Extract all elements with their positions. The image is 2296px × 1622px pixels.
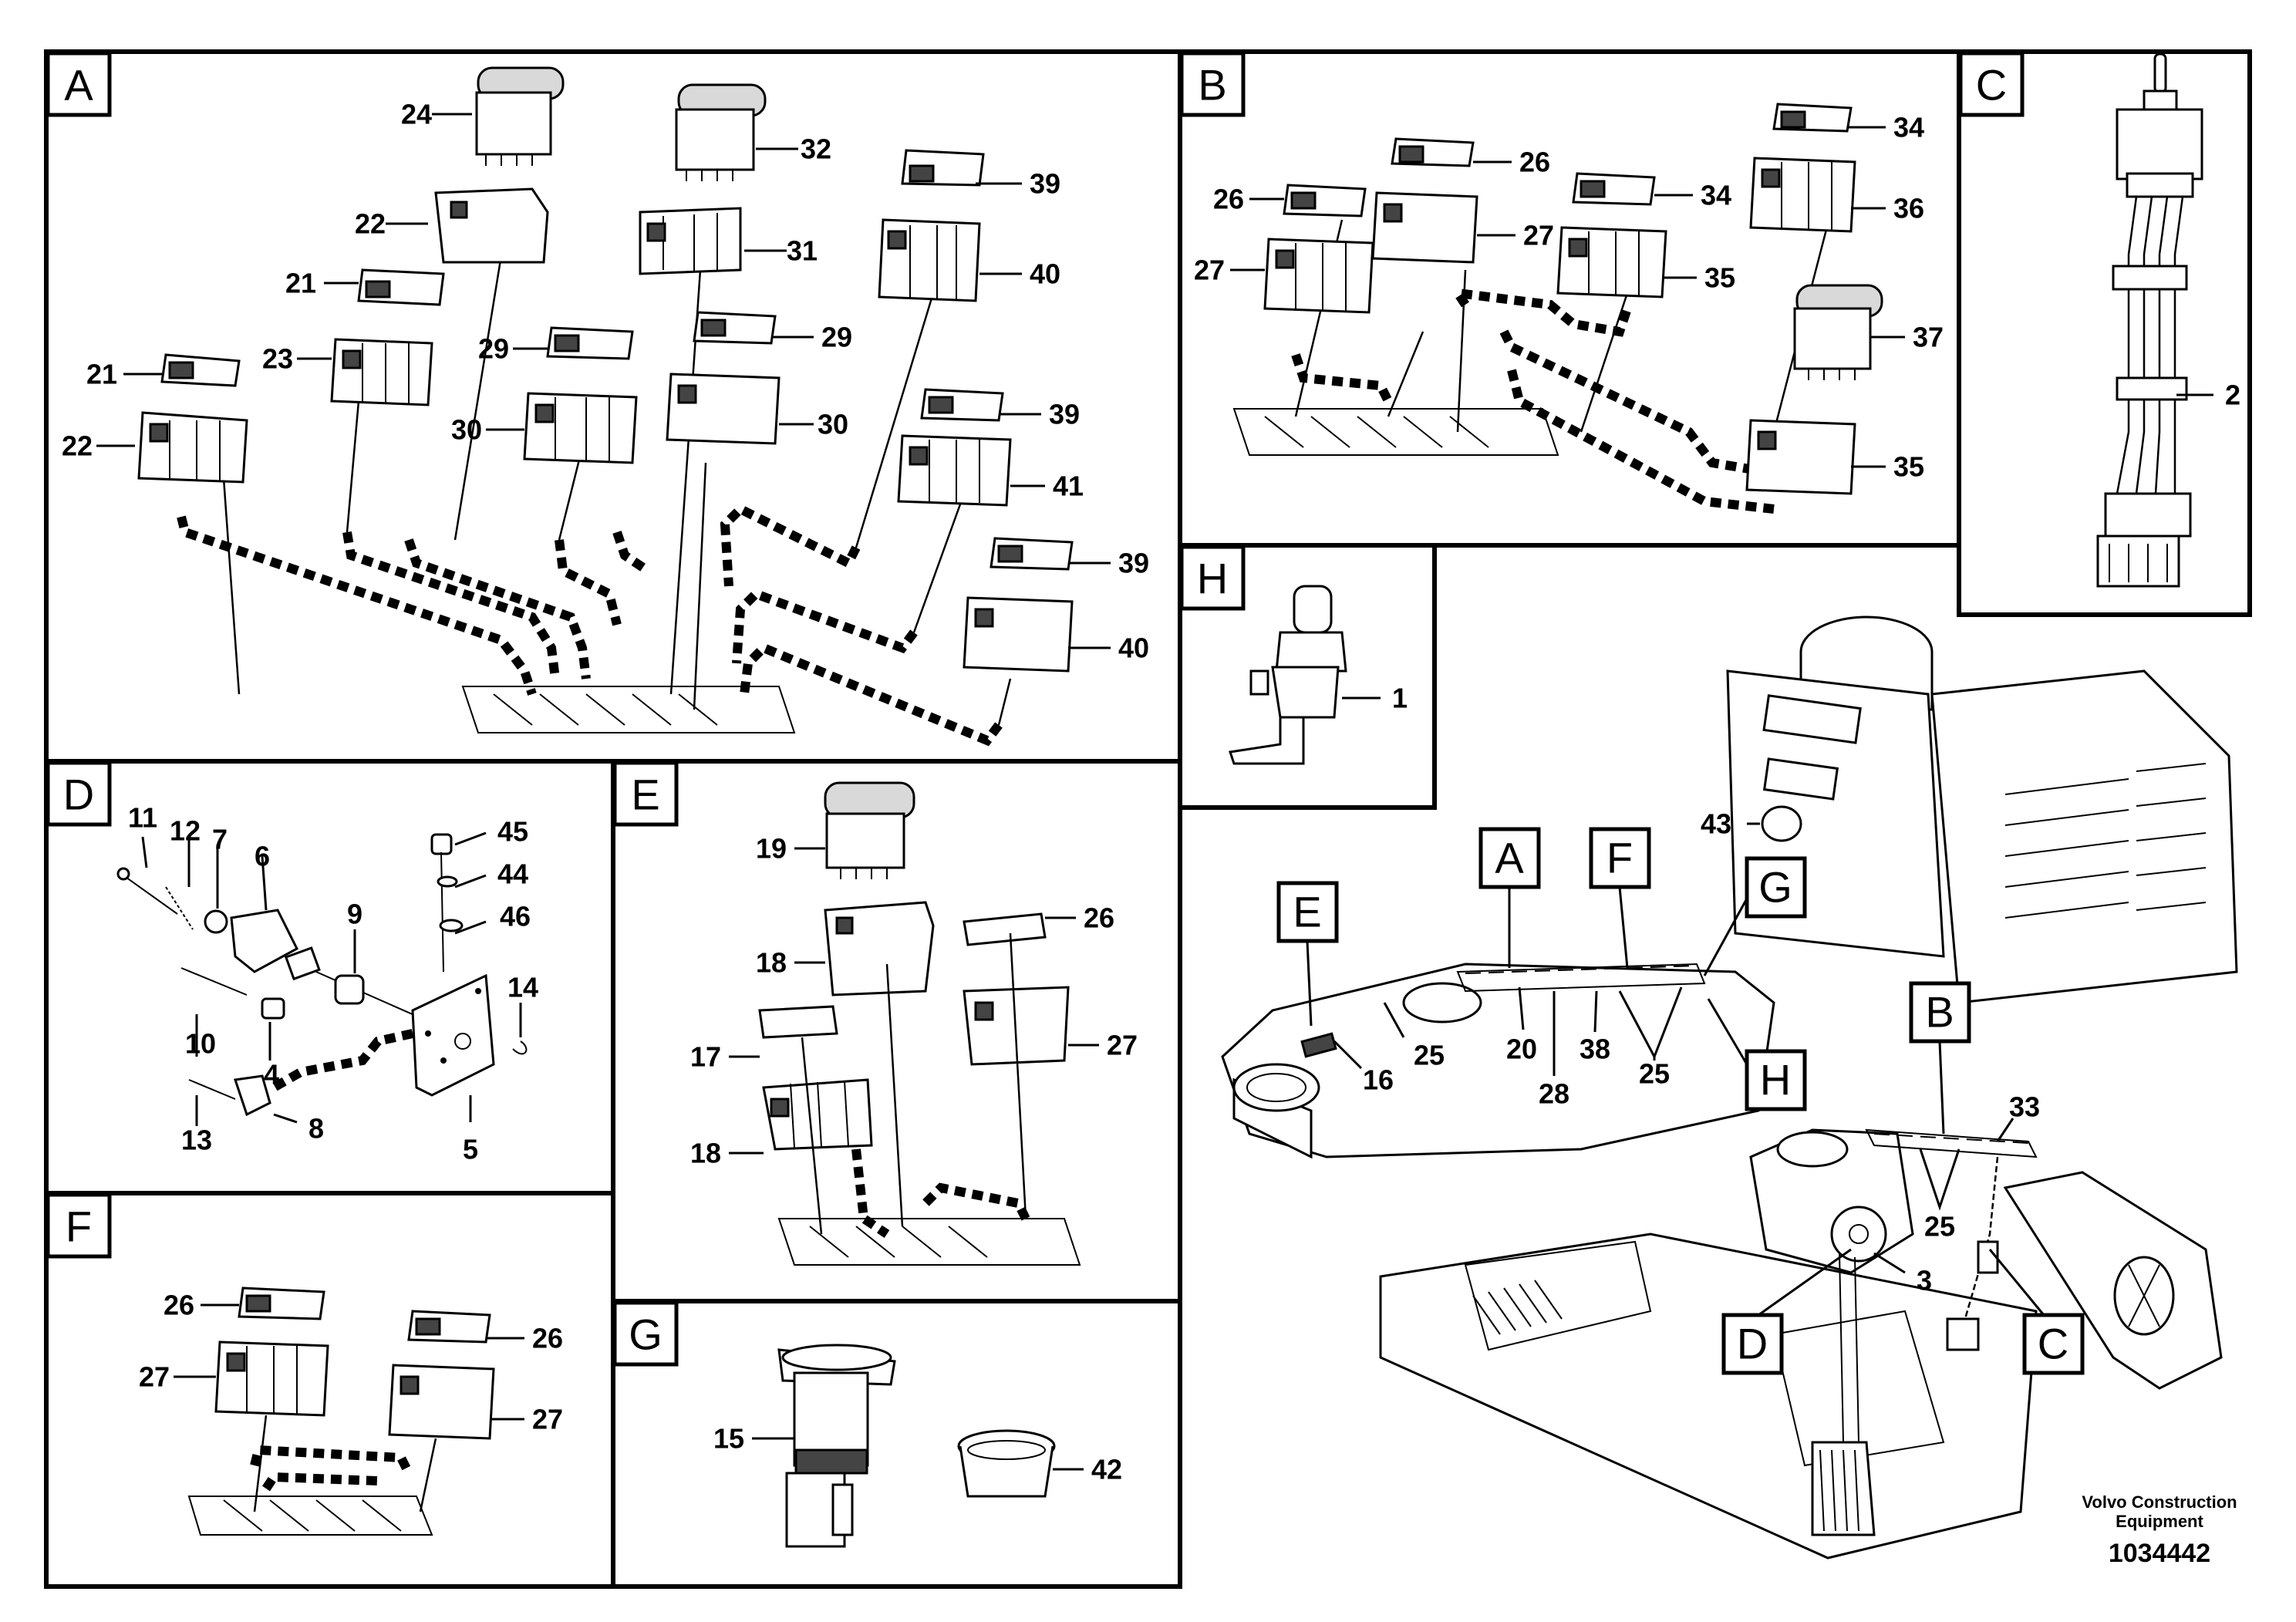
label-e-18b: 18 <box>690 1138 721 1169</box>
label-ov-33: 33 <box>2009 1091 2040 1123</box>
label-a-24: 24 <box>401 99 432 130</box>
label-d-10: 10 <box>185 1028 216 1060</box>
label-ov-43: 43 <box>1701 808 1731 840</box>
label-d-9: 9 <box>347 899 362 930</box>
overview-letter-e: E <box>1293 888 1321 936</box>
label-a-40: 40 <box>1030 258 1060 290</box>
panel-a-letter: A <box>64 61 93 110</box>
label-b-34b: 34 <box>1893 112 1924 143</box>
label-a-29b: 29 <box>821 322 852 353</box>
label-c-2: 2 <box>2225 379 2240 411</box>
label-b-34: 34 <box>1701 180 1731 211</box>
label-a-39b: 39 <box>1049 399 1080 430</box>
label-a-29: 29 <box>478 333 509 365</box>
label-a-21b: 21 <box>86 359 117 390</box>
panel-b-letter: B <box>1198 61 1226 110</box>
overview-letter-h: H <box>1760 1056 1791 1104</box>
label-a-30b: 30 <box>818 409 848 440</box>
label-b-26: 26 <box>1519 147 1550 178</box>
panel-c-letter: C <box>1976 61 2007 110</box>
label-a-40b: 40 <box>1118 632 1149 664</box>
label-h-1: 1 <box>1392 683 1408 714</box>
label-d-12: 12 <box>170 815 201 847</box>
brand-line-2: Equipment <box>2116 1512 2203 1531</box>
label-ov-20: 20 <box>1506 1034 1537 1065</box>
label-d-6: 6 <box>255 841 270 872</box>
label-ov-28: 28 <box>1539 1078 1569 1110</box>
overview-letter-g: G <box>1758 863 1792 912</box>
label-e-27: 27 <box>1107 1030 1138 1061</box>
label-ov-25-mid: 25 <box>1639 1058 1670 1090</box>
panel-b: B 26 26 34 34 36 <box>1179 51 1944 514</box>
footer: Volvo Construction Equipment 1034442 <box>2082 1492 2237 1568</box>
label-f-26b: 26 <box>532 1323 563 1354</box>
label-d-11: 11 <box>128 802 157 834</box>
panel-d-letter: D <box>63 771 94 819</box>
label-g-15: 15 <box>713 1423 744 1455</box>
label-d-46: 46 <box>500 901 531 932</box>
panel-e: E 19 26 18 27 17 18 <box>612 760 1138 1266</box>
label-g-42: 42 <box>1091 1454 1122 1485</box>
label-a-22b: 22 <box>62 430 93 462</box>
label-e-26: 26 <box>1084 902 1114 934</box>
panel-g: G 15 42 <box>612 1300 1122 1548</box>
label-e-18: 18 <box>756 947 787 979</box>
brand-line-1: Volvo Construction <box>2082 1492 2237 1512</box>
label-a-31: 31 <box>787 235 818 267</box>
label-e-17: 17 <box>690 1041 721 1073</box>
label-a-30: 30 <box>451 414 482 446</box>
label-d-44: 44 <box>497 858 528 890</box>
label-d-5: 5 <box>463 1134 478 1165</box>
document-number: 1034442 <box>2109 1539 2210 1568</box>
label-a-39c: 39 <box>1118 548 1149 579</box>
label-d-7: 7 <box>212 824 228 855</box>
label-a-41: 41 <box>1053 470 1084 502</box>
label-f-26: 26 <box>164 1290 194 1321</box>
label-b-26b: 26 <box>1213 184 1244 215</box>
panel-h: H 1 <box>1179 545 1408 765</box>
panel-c: C 2 <box>1958 51 2240 588</box>
overview-letter-b: B <box>1925 988 1954 1037</box>
panel-f-letter: F <box>66 1202 92 1251</box>
label-b-37: 37 <box>1913 322 1944 353</box>
overview-illustration: A F E G H B D C 43 25 16 20 28 <box>1221 615 2238 1560</box>
label-b-35: 35 <box>1704 262 1735 294</box>
label-b-35b: 35 <box>1893 451 1924 483</box>
panel-e-letter: E <box>631 771 659 819</box>
label-a-23: 23 <box>262 343 293 375</box>
label-f-27: 27 <box>139 1361 170 1393</box>
overview-letter-a: A <box>1495 834 1524 882</box>
label-ov-38: 38 <box>1580 1034 1610 1065</box>
label-f-27b: 27 <box>532 1404 563 1435</box>
label-a-39: 39 <box>1030 168 1060 200</box>
label-a-21: 21 <box>285 268 316 299</box>
label-d-4: 4 <box>264 1059 279 1091</box>
label-d-14: 14 <box>507 972 538 1003</box>
label-b-36: 36 <box>1893 193 1924 224</box>
panel-h-letter: H <box>1197 555 1228 603</box>
overview-letter-c: C <box>2038 1320 2068 1368</box>
label-a-22: 22 <box>355 208 386 240</box>
label-d-8: 8 <box>308 1113 324 1145</box>
overview-letter-d: D <box>1737 1320 1768 1368</box>
label-ov-25-left: 25 <box>1414 1040 1445 1071</box>
panel-f: F 26 26 27 27 <box>46 1192 563 1536</box>
overview-letter-f: F <box>1607 834 1633 882</box>
label-d-45: 45 <box>497 816 528 848</box>
label-ov-25-right: 25 <box>1924 1211 1955 1243</box>
panel-a: A <box>46 51 1149 747</box>
panel-g-letter: G <box>629 1310 663 1359</box>
label-d-13: 13 <box>181 1125 212 1156</box>
label-b-27: 27 <box>1523 220 1554 251</box>
label-b-27b: 27 <box>1194 255 1225 286</box>
panel-d: D 11 12 7 6 45 44 46 9 <box>46 760 538 1165</box>
label-ov-3: 3 <box>1917 1265 1932 1297</box>
label-ov-16: 16 <box>1363 1064 1394 1096</box>
label-e-19: 19 <box>756 833 787 865</box>
label-a-32: 32 <box>801 133 831 165</box>
